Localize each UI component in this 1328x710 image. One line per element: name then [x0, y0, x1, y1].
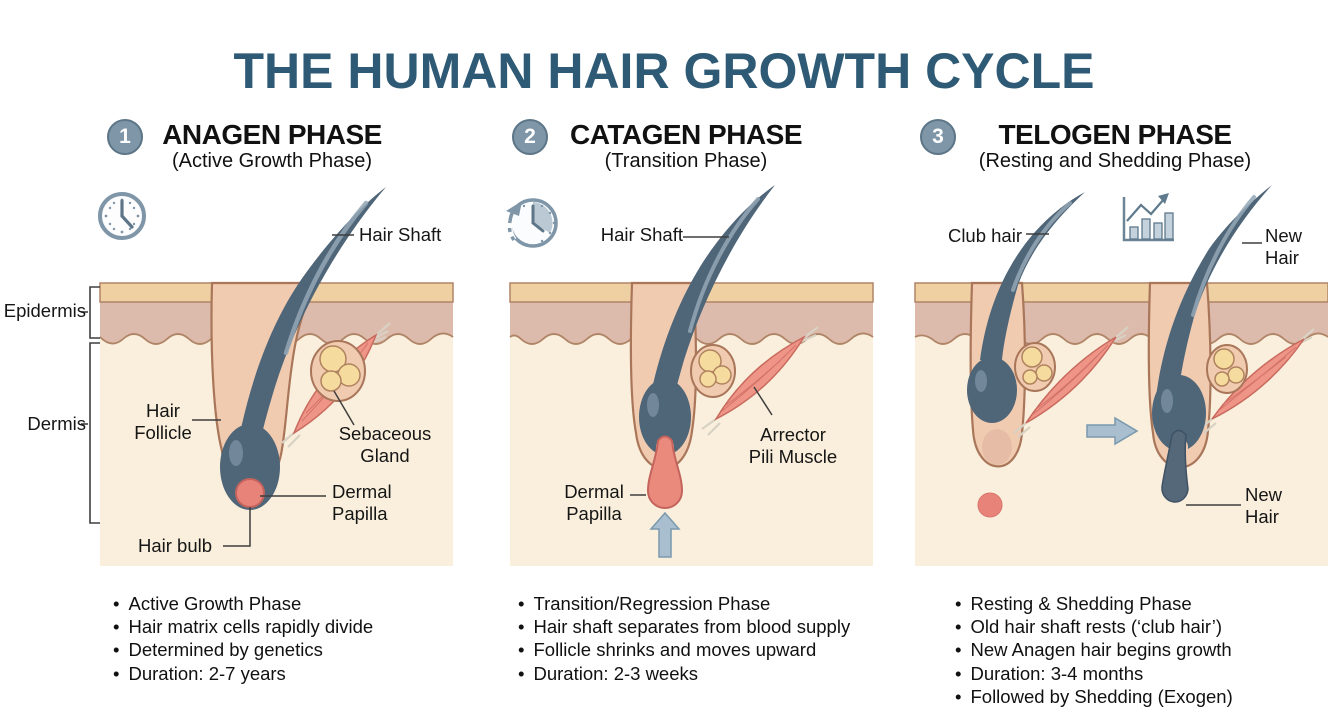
anagen-art: Hair Shaft Epidermis Dermis Hair Follicl… [0, 185, 470, 585]
label-hair-shaft: Hair Shaft [600, 224, 683, 245]
panel-catagen: 2 CATAGEN PHASE (Transition Phase) [470, 100, 910, 710]
detached-papilla-graphic [977, 492, 1003, 518]
label-dermal-papilla: Dermal Papilla [564, 481, 624, 524]
bullet-item: Hair shaft separates from blood supply [518, 615, 850, 638]
bullet-item: Transition/Regression Phase [518, 592, 850, 615]
bullet-item: Old hair shaft rests (‘club hair’) [955, 615, 1233, 638]
label-new-hair-top: New Hair [1265, 225, 1303, 268]
transition-arrow [1086, 416, 1139, 446]
label-club-hair: Club hair [947, 225, 1022, 246]
label-new-hair-bottom: New Hair [1245, 484, 1283, 527]
catagen-illustration [506, 185, 874, 566]
telogen-bullet-list: Resting & Shedding PhaseOld hair shaft r… [955, 592, 1233, 708]
layer-brackets [81, 286, 100, 524]
hair-shaft-graphic [220, 187, 386, 510]
label-epidermis: Epidermis [3, 300, 86, 321]
bullet-item: Duration: 2-7 years [113, 662, 373, 685]
bullet-item: Followed by Shedding (Exogen) [955, 685, 1232, 708]
phase-subtitle-anagen: (Active Growth Phase) [171, 150, 373, 172]
hair-shaft-graphic [639, 185, 775, 455]
new-hair-graphic [1152, 185, 1272, 503]
label-sebaceous-gland: Sebaceous Gland [338, 423, 432, 466]
phase-number-badge: 2 [512, 119, 548, 155]
leader-lines [192, 234, 355, 547]
label-hair-bulb: Hair bulb [137, 535, 213, 556]
leader-lines [1026, 233, 1262, 506]
bullet-item: New Anagen hair begins growth [955, 638, 1233, 661]
telogen-illustration [914, 185, 1328, 566]
phase-number-badge: 3 [920, 119, 956, 155]
phase-subtitle-telogen: (Resting and Shedding Phase) [978, 150, 1252, 172]
bullet-item: Active Growth Phase [113, 592, 373, 615]
panel-anagen: 1 ANAGEN PHASE (Active Growth Phase) [0, 100, 470, 710]
phase-title-catagen: CATAGEN PHASE [569, 119, 803, 150]
bullet-item: Resting & Shedding Phase [955, 592, 1233, 615]
phase-number-badge: 1 [107, 119, 143, 155]
sebaceous-gland-graphic [310, 340, 366, 402]
growth-chart-icon [1122, 193, 1174, 242]
bullet-item: Duration: 2-3 weeks [518, 662, 850, 685]
upward-arrow [649, 511, 681, 558]
anagen-bullet-list: Active Growth PhaseHair matrix cells rap… [113, 592, 373, 685]
history-clock-icon [506, 198, 558, 248]
panel-telogen: 3 TELOGEN PHASE (Resting and Shedding Ph… [910, 100, 1328, 710]
label-hair-shaft: Hair Shaft [359, 224, 442, 245]
page-title: THE HUMAN HAIR GROWTH CYCLE [233, 42, 1095, 99]
label-arrector-pili-muscle: Arrector Pili Muscle [748, 424, 838, 467]
catagen-bullet-list: Transition/Regression PhaseHair shaft se… [518, 592, 850, 685]
sebaceous-gland-graphic [690, 344, 736, 398]
sebaceous-gland-graphic [1206, 344, 1248, 394]
label-dermis: Dermis [27, 413, 86, 434]
label-hair-follicle: Hair Follicle [134, 400, 192, 443]
dermal-papilla-graphic [646, 435, 684, 509]
bullet-item: Hair matrix cells rapidly divide [113, 615, 373, 638]
telogen-art: Club hair New Hair New Hair [910, 185, 1328, 585]
arrector-pili-graphic [1013, 326, 1129, 438]
club-hair-graphic [967, 192, 1085, 423]
dermal-papilla-graphic [235, 478, 265, 508]
clock-icon [98, 192, 146, 240]
phase-title-telogen: TELOGEN PHASE [998, 119, 1232, 150]
bullet-item: Duration: 3-4 months [955, 662, 1233, 685]
leader-lines [630, 236, 773, 496]
anagen-illustration [81, 187, 454, 566]
sebaceous-gland-graphic [1014, 342, 1056, 392]
bullet-item: Determined by genetics [113, 638, 373, 661]
label-dermal-papilla: Dermal Papilla [332, 481, 392, 524]
phase-subtitle-catagen: (Transition Phase) [604, 150, 768, 172]
bullet-item: Follicle shrinks and moves upward [518, 638, 850, 661]
phase-title-anagen: ANAGEN PHASE [162, 119, 382, 150]
arrector-pili-graphic [701, 326, 819, 436]
catagen-art: Hair Shaft Dermal Papilla Arrector Pili … [470, 185, 910, 585]
